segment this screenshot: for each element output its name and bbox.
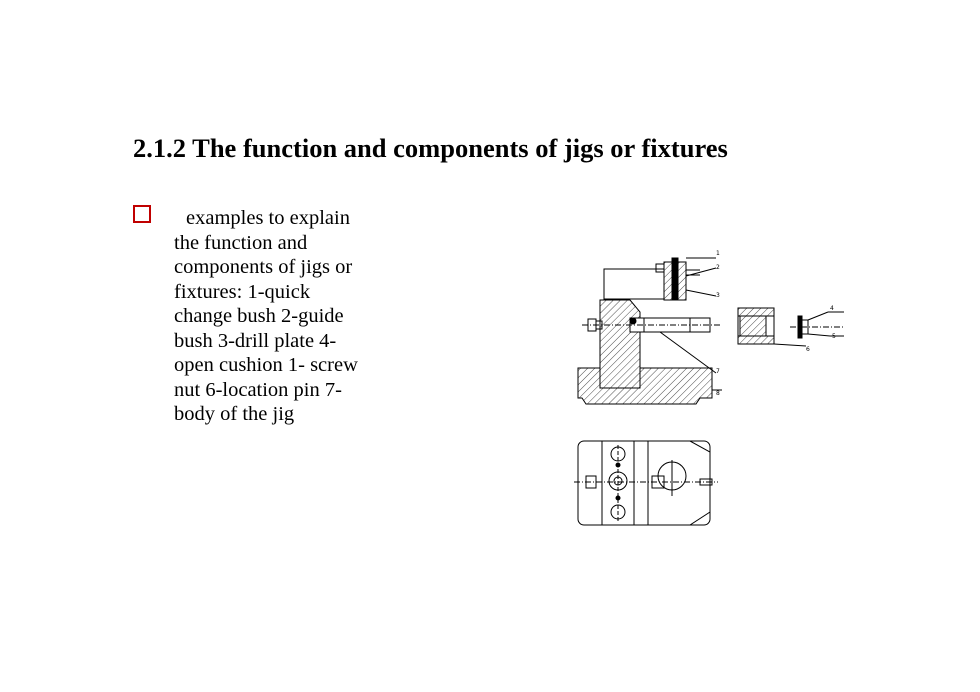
callout-numbers: 1 2 3 4 5 6 7 8 <box>716 250 836 397</box>
bullet-line: nut 6-location pin 7- <box>174 378 342 401</box>
callout-label: 3 <box>716 292 720 299</box>
slide-title: 2.1.2 The function and components of jig… <box>133 133 728 163</box>
screw-head <box>655 263 665 273</box>
bullet-line: components of jigs or <box>174 256 353 278</box>
jig-base <box>577 367 713 405</box>
callout-label: 4 <box>830 305 834 312</box>
jig-front-view <box>577 257 722 405</box>
screw-nut-detail <box>790 311 844 339</box>
bullet-line: the function and <box>174 231 308 254</box>
callout-label: 7 <box>716 368 720 375</box>
callout-label: 2 <box>716 264 720 271</box>
jig-technical-drawing: 1 2 3 4 5 6 7 8 <box>574 250 844 526</box>
bullet-square-icon <box>133 205 151 223</box>
bullet-line: examples to explain <box>186 207 350 229</box>
quick-change-bush <box>671 257 679 301</box>
bullet-line: open cushion 1- screw <box>174 354 358 376</box>
bullet-line: fixtures: 1-quick <box>174 280 311 303</box>
callout-label: 6 <box>806 346 810 353</box>
drill-plate <box>603 268 665 300</box>
bullet-line: change bush 2-guide <box>174 305 344 327</box>
bullet-line: bush 3-drill plate 4- <box>174 329 337 352</box>
callout-label: 1 <box>716 250 720 257</box>
open-cushion-detail <box>737 307 807 347</box>
jig-top-view <box>574 440 718 526</box>
bullet-text: examples to explain the function and com… <box>174 206 404 427</box>
callout-label: 8 <box>716 390 720 397</box>
jig-body-upright <box>599 299 641 389</box>
bullet-line: body of the jig <box>174 403 295 425</box>
